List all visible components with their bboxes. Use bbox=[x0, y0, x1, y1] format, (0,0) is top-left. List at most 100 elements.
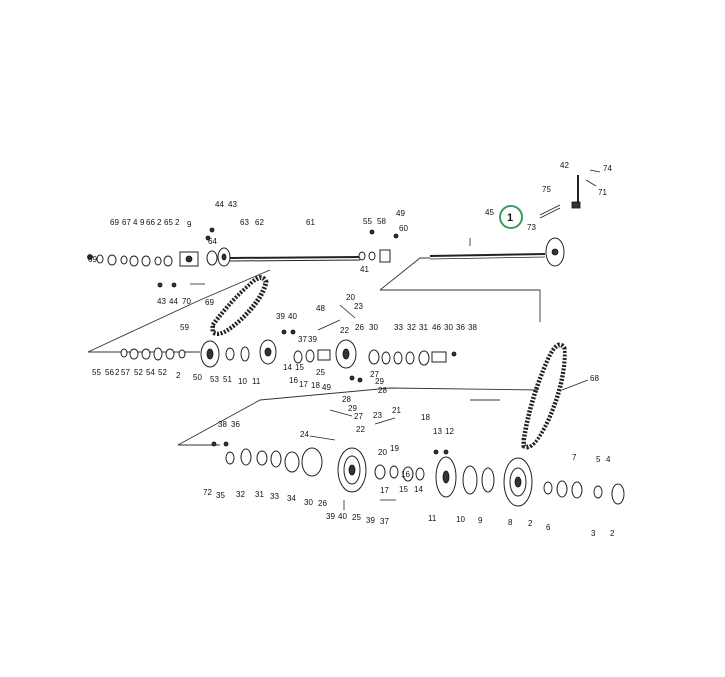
svg-text:22: 22 bbox=[356, 425, 365, 434]
svg-text:72: 72 bbox=[203, 488, 212, 497]
svg-text:59: 59 bbox=[180, 323, 189, 332]
svg-text:24: 24 bbox=[300, 430, 309, 439]
svg-text:2: 2 bbox=[610, 529, 615, 538]
svg-text:11: 11 bbox=[252, 377, 261, 386]
svg-text:45: 45 bbox=[485, 208, 494, 217]
svg-text:34: 34 bbox=[287, 494, 296, 503]
svg-text:36: 36 bbox=[456, 323, 465, 332]
svg-text:2: 2 bbox=[175, 218, 180, 227]
svg-text:60: 60 bbox=[399, 224, 408, 233]
svg-text:36: 36 bbox=[231, 420, 240, 429]
svg-text:8: 8 bbox=[508, 518, 513, 527]
svg-text:15: 15 bbox=[399, 485, 408, 494]
svg-text:28: 28 bbox=[378, 386, 387, 395]
middle-labels: 59 39 40 48 20 23 22 26 30 37 39 33 32 3… bbox=[92, 293, 599, 395]
svg-text:64: 64 bbox=[208, 237, 217, 246]
svg-text:17: 17 bbox=[380, 486, 389, 495]
svg-text:12: 12 bbox=[445, 427, 454, 436]
svg-text:37: 37 bbox=[298, 335, 307, 344]
upper-shaft-assembly bbox=[87, 169, 601, 288]
svg-text:4: 4 bbox=[606, 455, 611, 464]
svg-text:50: 50 bbox=[193, 373, 202, 382]
lower-assembly bbox=[211, 409, 625, 510]
svg-text:10: 10 bbox=[456, 515, 465, 524]
svg-text:63: 63 bbox=[240, 218, 249, 227]
svg-text:2: 2 bbox=[157, 218, 162, 227]
svg-text:33: 33 bbox=[394, 323, 403, 332]
svg-text:58: 58 bbox=[377, 217, 386, 226]
svg-text:18: 18 bbox=[421, 413, 430, 422]
svg-text:46: 46 bbox=[432, 323, 441, 332]
svg-text:22: 22 bbox=[340, 326, 349, 335]
svg-text:38: 38 bbox=[218, 420, 227, 429]
svg-text:32: 32 bbox=[407, 323, 416, 332]
svg-text:55: 55 bbox=[363, 217, 372, 226]
svg-text:13: 13 bbox=[433, 427, 442, 436]
svg-text:55: 55 bbox=[92, 368, 101, 377]
svg-text:44: 44 bbox=[169, 297, 178, 306]
svg-text:68: 68 bbox=[590, 374, 599, 383]
svg-text:21: 21 bbox=[392, 406, 401, 415]
svg-text:25: 25 bbox=[316, 368, 325, 377]
svg-text:10: 10 bbox=[238, 377, 247, 386]
callout-1[interactable]: 1 bbox=[499, 205, 523, 229]
svg-text:5: 5 bbox=[596, 455, 601, 464]
svg-text:33: 33 bbox=[270, 492, 279, 501]
svg-text:23: 23 bbox=[354, 302, 363, 311]
belt-68 bbox=[521, 342, 589, 450]
middle-assembly bbox=[120, 304, 457, 383]
belt-59 bbox=[210, 275, 269, 336]
perspective-frames bbox=[87, 257, 541, 446]
svg-text:31: 31 bbox=[419, 323, 428, 332]
svg-text:23: 23 bbox=[373, 411, 382, 420]
svg-text:29: 29 bbox=[348, 404, 357, 413]
svg-text:49: 49 bbox=[396, 209, 405, 218]
svg-text:37: 37 bbox=[380, 517, 389, 526]
svg-text:18: 18 bbox=[311, 381, 320, 390]
svg-text:54: 54 bbox=[146, 368, 155, 377]
svg-text:39: 39 bbox=[366, 516, 375, 525]
svg-text:35: 35 bbox=[216, 491, 225, 500]
svg-text:51: 51 bbox=[223, 375, 232, 384]
lower-labels: 28 29 27 23 21 18 38 36 24 22 19 20 13 1… bbox=[203, 395, 615, 538]
svg-text:29: 29 bbox=[375, 377, 384, 386]
svg-text:39: 39 bbox=[326, 512, 335, 521]
svg-text:20: 20 bbox=[378, 448, 387, 457]
svg-text:30: 30 bbox=[369, 323, 378, 332]
svg-text:69: 69 bbox=[88, 255, 97, 264]
svg-text:66: 66 bbox=[146, 218, 155, 227]
svg-text:73: 73 bbox=[527, 223, 536, 232]
svg-text:65: 65 bbox=[164, 218, 173, 227]
svg-text:26: 26 bbox=[355, 323, 364, 332]
svg-text:7: 7 bbox=[572, 453, 577, 462]
svg-text:16: 16 bbox=[401, 470, 410, 479]
svg-text:2: 2 bbox=[115, 368, 120, 377]
svg-text:38: 38 bbox=[468, 323, 477, 332]
svg-text:6: 6 bbox=[546, 523, 551, 532]
svg-text:27: 27 bbox=[370, 370, 379, 379]
svg-text:9: 9 bbox=[187, 220, 192, 229]
svg-text:28: 28 bbox=[342, 395, 351, 404]
svg-text:62: 62 bbox=[255, 218, 264, 227]
svg-text:15: 15 bbox=[295, 363, 304, 372]
svg-text:39: 39 bbox=[276, 312, 285, 321]
svg-text:67: 67 bbox=[122, 218, 131, 227]
svg-text:39: 39 bbox=[308, 335, 317, 344]
svg-text:61: 61 bbox=[306, 218, 315, 227]
svg-text:9: 9 bbox=[140, 218, 145, 227]
svg-text:44: 44 bbox=[215, 200, 224, 209]
svg-text:9: 9 bbox=[478, 516, 483, 525]
svg-text:75: 75 bbox=[542, 185, 551, 194]
svg-text:52: 52 bbox=[158, 368, 167, 377]
svg-text:20: 20 bbox=[346, 293, 355, 302]
svg-text:70: 70 bbox=[182, 297, 191, 306]
svg-text:16: 16 bbox=[289, 376, 298, 385]
svg-text:14: 14 bbox=[414, 485, 423, 494]
svg-text:41: 41 bbox=[360, 265, 369, 274]
svg-text:19: 19 bbox=[390, 444, 399, 453]
svg-text:53: 53 bbox=[210, 375, 219, 384]
svg-text:2: 2 bbox=[528, 519, 533, 528]
svg-text:69: 69 bbox=[205, 298, 214, 307]
svg-text:42: 42 bbox=[560, 161, 569, 170]
